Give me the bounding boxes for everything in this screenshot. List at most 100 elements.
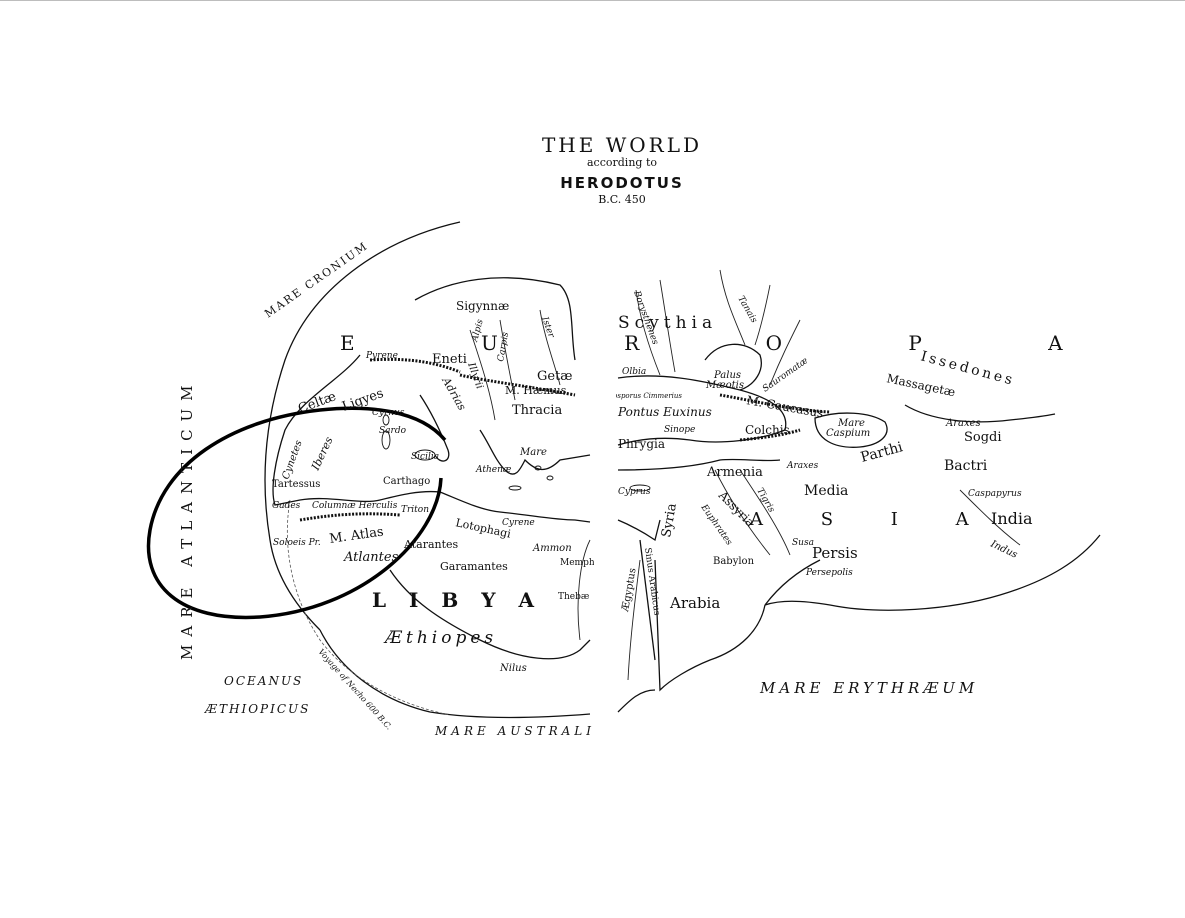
label-arabia: Arabia bbox=[669, 594, 720, 612]
label-persis: Persis bbox=[812, 544, 858, 562]
palus-maeotis-coast bbox=[704, 343, 762, 391]
label-athenae: Athenæ bbox=[475, 465, 512, 475]
label-sicilia: Sicilia bbox=[411, 452, 439, 462]
label-persepolis: Persepolis bbox=[805, 568, 853, 578]
label-phrygia: Phrygia bbox=[618, 437, 665, 451]
title-line3: HERODOTUS bbox=[560, 174, 684, 192]
label-garamantes: Garamantes bbox=[440, 560, 508, 573]
italy-coast bbox=[419, 394, 450, 462]
label-gades: Gades bbox=[272, 501, 301, 511]
egypt-coast bbox=[617, 519, 661, 542]
greece-coast bbox=[479, 429, 591, 475]
label-colchis: Colchis bbox=[745, 423, 790, 437]
label-mare-caspium-2: Caspium bbox=[826, 428, 870, 439]
label-sauromatae: Sauromatæ bbox=[761, 356, 811, 395]
coastlines bbox=[264, 221, 1101, 719]
image-seam bbox=[594, 225, 616, 745]
label-carthago: Carthago bbox=[383, 476, 430, 487]
europe-north-line bbox=[414, 277, 576, 361]
label-asia: A S I A bbox=[749, 509, 995, 530]
label-mare-cronium: MARE CRONIUM bbox=[262, 239, 370, 320]
iberia-coast bbox=[272, 354, 441, 506]
label-armenia: Armenia bbox=[706, 465, 763, 480]
label-soloeis: Soloeis Pr. bbox=[273, 538, 321, 548]
caspian-coast bbox=[814, 412, 888, 448]
label-mare-atlanticum: MARE ATLANTICUM bbox=[178, 377, 196, 660]
label-scythia: Scythia bbox=[618, 313, 717, 333]
label-bactri: Bactri bbox=[944, 458, 988, 474]
label-media: Media bbox=[804, 483, 848, 499]
label-parthi: Parthi bbox=[859, 439, 905, 466]
label-susa: Susa bbox=[792, 538, 814, 548]
label-necho-route: Voyage of Necho 600 B.C. bbox=[317, 647, 394, 731]
label-mare-caspium-1: Mare bbox=[837, 418, 865, 429]
label-aethiopicus: ÆTHIOPICUS bbox=[203, 702, 310, 716]
label-bosporus: Bosporus Cimmerius bbox=[607, 392, 682, 400]
label-india: India bbox=[991, 509, 1033, 528]
label-getae: Getæ bbox=[537, 369, 573, 384]
label-adrias: Adrias bbox=[439, 374, 469, 413]
label-nilus: Nilus bbox=[499, 663, 527, 674]
label-thebae: Thebæ bbox=[558, 592, 589, 602]
label-libya: L I B Y A bbox=[372, 588, 542, 612]
label-sinope: Sinope bbox=[664, 425, 695, 435]
rivers bbox=[469, 269, 1021, 681]
label-memphis: Memphis bbox=[560, 558, 603, 568]
arabia-coast bbox=[654, 559, 766, 692]
ellipse-overlay bbox=[146, 406, 447, 620]
label-araxes: Araxes bbox=[786, 461, 819, 471]
label-cynetes: Cynetes bbox=[280, 439, 304, 481]
label-cyrnus: Cyrnus bbox=[372, 408, 405, 418]
label-sardo: Sardo bbox=[379, 426, 407, 436]
label-cyrene: Cyrene bbox=[502, 518, 535, 528]
asia-minor-coast bbox=[617, 458, 781, 471]
label-mare-australis: MARE AUSTRALIS bbox=[434, 724, 607, 738]
label-eneti: Eneti bbox=[432, 352, 467, 367]
label-ammon: Ammon bbox=[532, 543, 572, 554]
top-border bbox=[0, 0, 1185, 1]
label-m-atlas: M. Atlas bbox=[328, 525, 384, 547]
label-syria: Syria bbox=[659, 502, 680, 539]
asia-north-line bbox=[904, 404, 1056, 423]
label-caspapyrus: Caspapyrus bbox=[968, 489, 1022, 499]
title-line4: B.C. 450 bbox=[598, 193, 646, 206]
label-araxes-east: Araxes bbox=[945, 418, 981, 429]
africa-inner-coast bbox=[389, 569, 591, 660]
label-columnae: Columnæ Herculis bbox=[312, 501, 398, 511]
continent-labels: E U R O P A A S I A L I B Y A bbox=[340, 331, 1123, 612]
label-olbia: Olbia bbox=[622, 367, 646, 377]
label-massagetae: Massagetæ bbox=[885, 371, 956, 399]
label-oceanus: OCEANUS bbox=[224, 674, 303, 688]
asia-east-coast bbox=[764, 534, 1101, 611]
label-cyprus: Cyprus bbox=[618, 487, 651, 497]
label-pontus-euxinus: Pontus Euxinus bbox=[617, 405, 712, 419]
label-europa: E U R O P A bbox=[340, 331, 1123, 355]
label-babylon: Babylon bbox=[713, 556, 755, 567]
label-tartessus: Tartessus bbox=[272, 479, 320, 490]
label-maeotis: Mæotis bbox=[705, 380, 744, 391]
label-m-haemus: M. Hæmus bbox=[505, 384, 567, 397]
persian-gulf-coast bbox=[764, 559, 821, 606]
label-indus: Indus bbox=[988, 538, 1019, 560]
label-sogdi: Sogdi bbox=[964, 430, 1002, 445]
label-atlantes: Atlantes bbox=[343, 550, 399, 565]
africa-south-right bbox=[617, 689, 656, 713]
label-aegyptus: Ægyptus bbox=[620, 567, 639, 613]
label-tanais: Tanais bbox=[735, 295, 759, 326]
label-thracia: Thracia bbox=[512, 403, 562, 418]
label-mare-internum: Mare bbox=[519, 447, 547, 458]
outer-coast-south bbox=[319, 629, 591, 719]
islands bbox=[381, 414, 651, 492]
label-caucasus: M. Caucasus bbox=[745, 393, 824, 420]
label-mare-erythraeum: MARE ERYTHRÆUM bbox=[759, 679, 978, 697]
label-atarantes: Atarantes bbox=[403, 538, 459, 551]
label-sigynnae: Sigynnæ bbox=[456, 299, 509, 313]
map-title: THE WORLD according to HERODOTUS B.C. 45… bbox=[542, 133, 699, 206]
label-aethiopes: Æthiopes bbox=[383, 628, 497, 648]
label-palus: Palus bbox=[713, 370, 741, 381]
libya-north-coast bbox=[439, 491, 591, 523]
label-triton: Triton bbox=[401, 505, 429, 515]
mountain-ranges bbox=[299, 357, 831, 522]
label-iberes: Iberes bbox=[309, 434, 336, 473]
